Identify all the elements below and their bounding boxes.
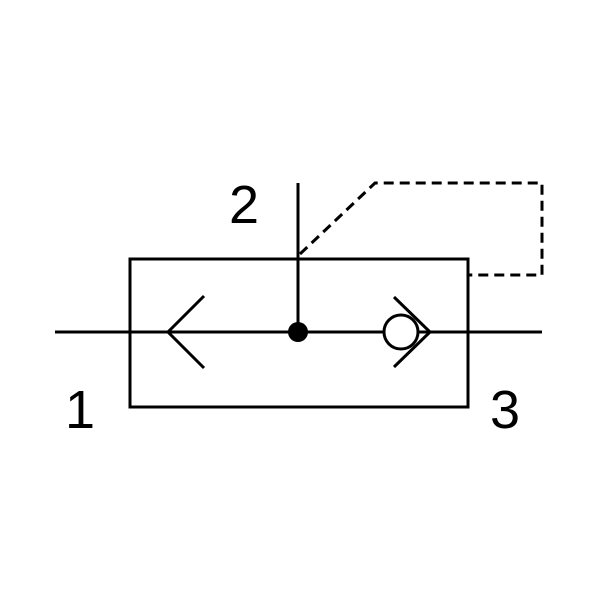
chevron-right-icon xyxy=(392,295,433,369)
circle-icon xyxy=(382,313,420,351)
port-label-3: 3 xyxy=(490,380,520,440)
pilot-line-dashed xyxy=(298,181,544,277)
junction-dot-icon xyxy=(288,322,308,342)
port-label-1: 1 xyxy=(65,380,95,440)
chevron-left-icon xyxy=(165,294,206,370)
port-label-2: 2 xyxy=(229,175,259,235)
